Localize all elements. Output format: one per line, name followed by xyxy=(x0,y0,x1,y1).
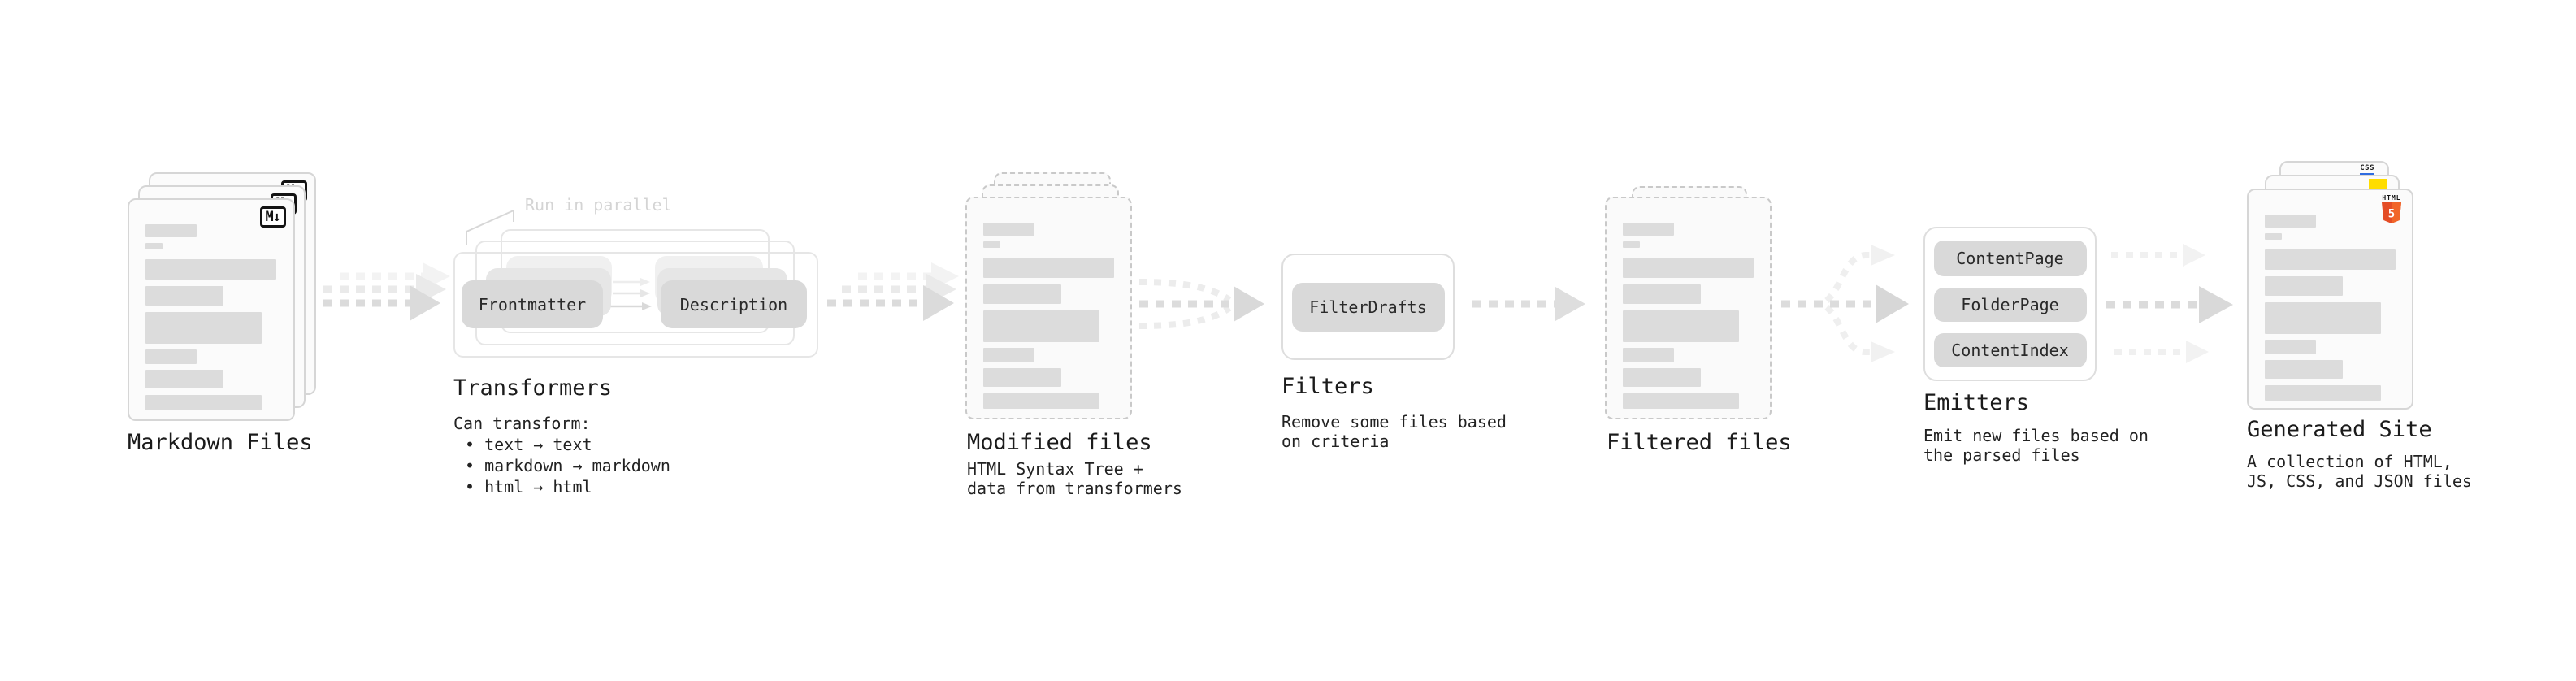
contentpage-pill: ContentPage xyxy=(1933,241,2087,276)
svg-text:5: 5 xyxy=(2388,208,2395,221)
transformers-subtitle: Can transform: xyxy=(453,414,591,433)
folderpage-pill: FolderPage xyxy=(1933,288,2087,322)
html5-shield-icon: 5 xyxy=(2382,202,2401,223)
bullet-item: • html → html xyxy=(465,477,592,497)
skeleton-text xyxy=(1623,223,1759,409)
arrow-filters-to-filtered xyxy=(1472,287,1585,321)
run-in-parallel-callout-line xyxy=(466,209,514,245)
arrow-frontmatter-to-description xyxy=(606,278,652,310)
filtered-card-front xyxy=(1605,197,1772,419)
generated-site-subtitle: A collection of HTML, JS, CSS, and JSON … xyxy=(2247,452,2472,491)
markdown-icon: M↓ xyxy=(259,206,286,228)
filters-title: Filters xyxy=(1281,374,1374,399)
html5-icon: HTML 5 xyxy=(2381,194,2402,223)
skeleton-text xyxy=(2265,215,2400,401)
description-pill: Description xyxy=(661,280,807,328)
modified-card-front xyxy=(965,197,1132,419)
js-file-icon xyxy=(2369,179,2387,189)
emitters-panel: ContentPage FolderPage ContentIndex xyxy=(1923,227,2097,381)
emitters-title: Emitters xyxy=(1923,390,2030,415)
run-in-parallel-note: Run in parallel xyxy=(525,195,672,215)
filtered-files-title: Filtered files xyxy=(1607,430,1792,455)
arrow-filtered-to-emitters-diverge xyxy=(1781,245,1909,362)
emitters-subtitle: Emit new files based on the parsed files xyxy=(1923,426,2149,465)
transformers-bullet-list: • text → text • markdown → markdown • ht… xyxy=(465,434,670,497)
arrow-modified-to-filters-converge xyxy=(1138,279,1264,329)
skeleton-text xyxy=(145,224,282,410)
generated-site-title: Generated Site xyxy=(2247,417,2432,442)
modified-files-title: Modified files xyxy=(967,430,1152,455)
frontmatter-pill: Frontmatter xyxy=(462,280,603,328)
arrow-markdown-to-transformers xyxy=(307,262,450,321)
bullet-item: • markdown → markdown xyxy=(465,456,670,475)
generated-card-html: HTML 5 xyxy=(2247,189,2413,410)
markdown-files-title: Markdown Files xyxy=(128,430,313,455)
parallel-layer-front xyxy=(453,252,818,358)
markdown-card-front: M↓ xyxy=(128,198,295,421)
bullet-item: • text → text xyxy=(465,435,592,454)
skeleton-text xyxy=(983,223,1119,409)
filters-subtitle: Remove some files based on criteria xyxy=(1281,412,1507,451)
contentindex-pill: ContentIndex xyxy=(1933,333,2087,367)
html5-icon-label: HTML xyxy=(2382,194,2401,202)
filters-panel: FilterDrafts xyxy=(1281,254,1455,360)
modified-files-subtitle: HTML Syntax Tree + data from transformer… xyxy=(967,459,1182,498)
transformers-title: Transformers xyxy=(453,375,613,401)
filterdrafts-pill: FilterDrafts xyxy=(1291,282,1445,332)
arrow-emitters-to-generated xyxy=(2106,244,2233,363)
arrow-transformers-to-modified xyxy=(827,262,959,321)
